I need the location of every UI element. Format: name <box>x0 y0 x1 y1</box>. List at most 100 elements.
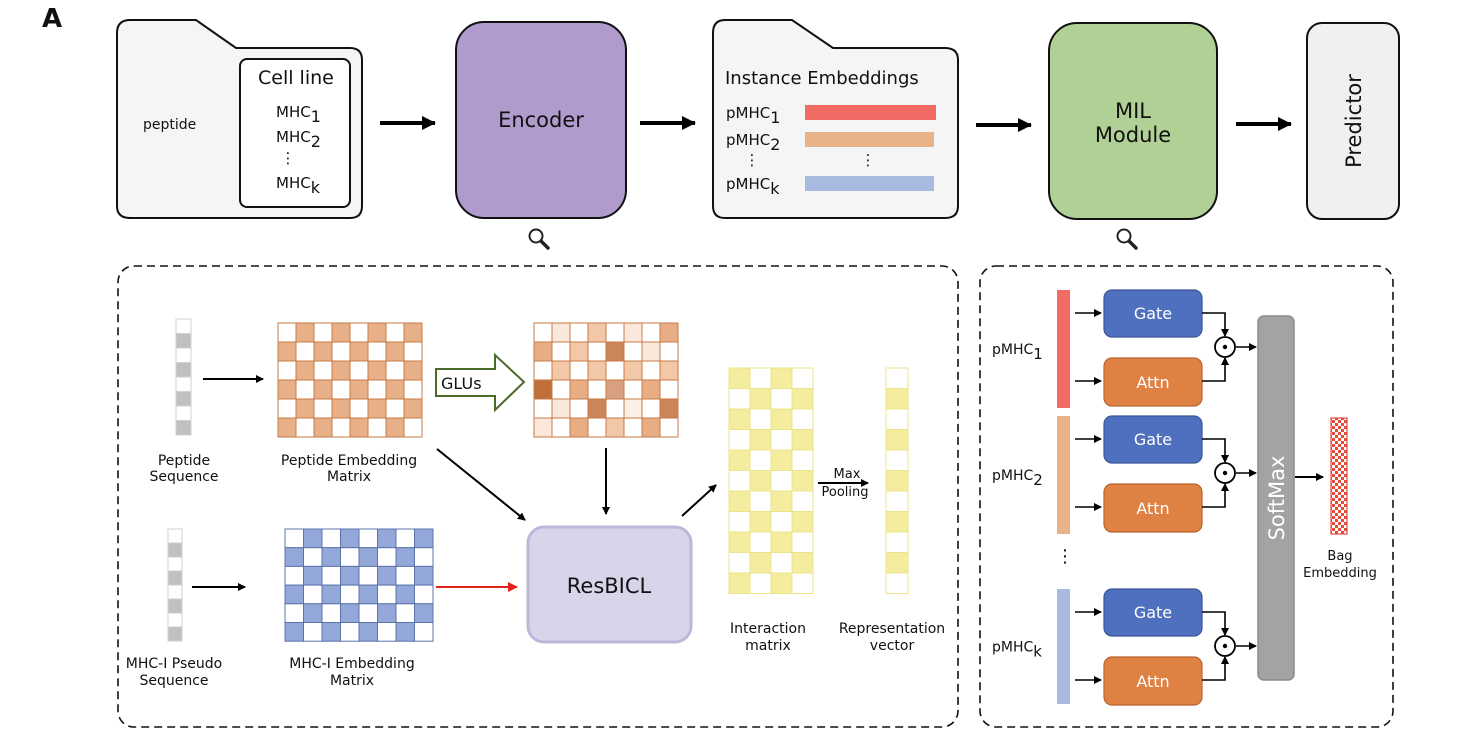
matrix-cell <box>313 398 333 419</box>
matrix-cell <box>385 341 405 362</box>
matrix-cell <box>358 603 378 623</box>
matrix-cell <box>749 511 772 533</box>
matrix-cell <box>284 547 304 567</box>
bag-label-2: Embedding <box>1303 566 1377 581</box>
matrix-cell <box>395 584 415 605</box>
sequence-cell <box>175 376 192 392</box>
matrix-cell <box>414 547 434 567</box>
instance-label-1: pMHC1 <box>726 104 780 127</box>
matrix-cell <box>295 360 315 381</box>
softmax-label: SoftMax <box>1265 456 1289 541</box>
gate-label: Gate <box>1134 304 1172 323</box>
matrix-cell <box>791 429 814 451</box>
softmax-block[interactable] <box>1257 315 1295 681</box>
matrix-cell <box>403 341 423 362</box>
matrix-cell <box>770 470 793 492</box>
interaction-label-2: matrix <box>745 638 791 654</box>
matrix-cell <box>414 603 434 623</box>
matrix-cell <box>770 511 793 533</box>
matrix-cell <box>403 360 423 381</box>
glu-matrix-cell <box>533 398 553 419</box>
matrix-cell <box>377 528 397 549</box>
matrix-cell <box>770 531 793 553</box>
instance-embeddings-title: Instance Embeddings <box>725 68 919 89</box>
matrix-cell <box>885 572 909 594</box>
peptide-sequence-vector <box>175 318 192 436</box>
matrix-cell <box>331 360 351 381</box>
matrix-cell <box>377 584 397 605</box>
instance-bar <box>1057 589 1070 704</box>
matrix-cell <box>303 528 323 549</box>
mhc-embedding-label-1: MHC-I Embedding <box>289 656 414 672</box>
matrix-cell <box>728 388 751 410</box>
glu-matrix-cell <box>623 322 643 343</box>
glu-matrix-cell <box>587 398 607 419</box>
predictor-block[interactable] <box>1306 22 1400 220</box>
matrix-cell <box>367 398 387 419</box>
glu-matrix-cell <box>569 322 589 343</box>
matrix-cell <box>749 367 772 389</box>
matrix-cell <box>749 470 772 492</box>
matrix-cell <box>791 388 814 410</box>
matrix-cell <box>885 552 909 574</box>
matrix-cell <box>349 417 369 438</box>
mhc-embedding-matrix <box>284 528 434 642</box>
matrix-cell <box>313 417 333 438</box>
glu-matrix-cell <box>623 360 643 381</box>
glu-matrix-cell <box>623 379 643 400</box>
instance-ellipsis-right: ⋮ <box>861 151 876 169</box>
encoder-block[interactable] <box>455 21 627 219</box>
matrix-cell <box>749 429 772 451</box>
sequence-cell <box>167 570 183 586</box>
glu-matrix-cell <box>587 417 607 438</box>
attn-label: Attn <box>1136 672 1169 691</box>
matrix-cell <box>295 341 315 362</box>
matrix-cell <box>349 379 369 400</box>
matrix-cell <box>770 552 793 574</box>
interaction-matrix <box>728 367 814 594</box>
instance-embedding-bar-1 <box>805 105 936 120</box>
sequence-cell <box>167 528 183 544</box>
mhc-item-k: MHCk <box>276 174 321 197</box>
predictor-label: Predictor <box>1342 74 1366 168</box>
sequence-cell <box>175 318 192 334</box>
matrix-cell <box>885 429 909 451</box>
matrix-cell <box>791 367 814 389</box>
matrix-cell <box>303 565 323 586</box>
glu-matrix-cell <box>641 417 661 438</box>
matrix-cell <box>340 528 360 549</box>
matrix-cell <box>367 360 387 381</box>
matrix-cell <box>340 565 360 586</box>
matrix-cell <box>885 367 909 389</box>
matrix-cell <box>284 603 304 623</box>
instance-label: pMHC2 <box>992 468 1043 489</box>
glu-matrix-cell <box>569 341 589 362</box>
glu-arrow: GLUs <box>435 352 526 413</box>
cell-line-title: Cell line <box>258 67 334 89</box>
glu-matrix-cell <box>551 322 571 343</box>
instance-label-k: pMHCk <box>726 175 780 198</box>
matrix-cell <box>321 603 341 623</box>
peptide-label: peptide <box>143 117 196 133</box>
glu-matrix-cell <box>587 379 607 400</box>
matrix-cell <box>349 341 369 362</box>
resbicl-block[interactable] <box>526 525 693 644</box>
glu-matrix-cell <box>605 398 625 419</box>
matrix-cell <box>791 449 814 471</box>
matrix-cell <box>358 547 378 567</box>
sequence-cell <box>167 556 183 572</box>
encoder-label: Encoder <box>498 108 584 132</box>
panel-label: A <box>42 4 62 34</box>
matrix-cell <box>321 547 341 567</box>
instance-embedding-bar-2 <box>805 132 934 147</box>
matrix-cell <box>791 572 814 594</box>
bag-embedding-vector <box>1330 417 1348 535</box>
sequence-cell <box>175 405 192 421</box>
matrix-cell <box>277 379 297 400</box>
glu-matrix-cell <box>569 398 589 419</box>
sequence-cell <box>175 362 192 378</box>
matrix-cell <box>284 528 304 549</box>
mil-label-line2: Module <box>1095 123 1171 147</box>
matrix-cell <box>331 398 351 419</box>
mil-module-block[interactable] <box>1048 22 1218 220</box>
